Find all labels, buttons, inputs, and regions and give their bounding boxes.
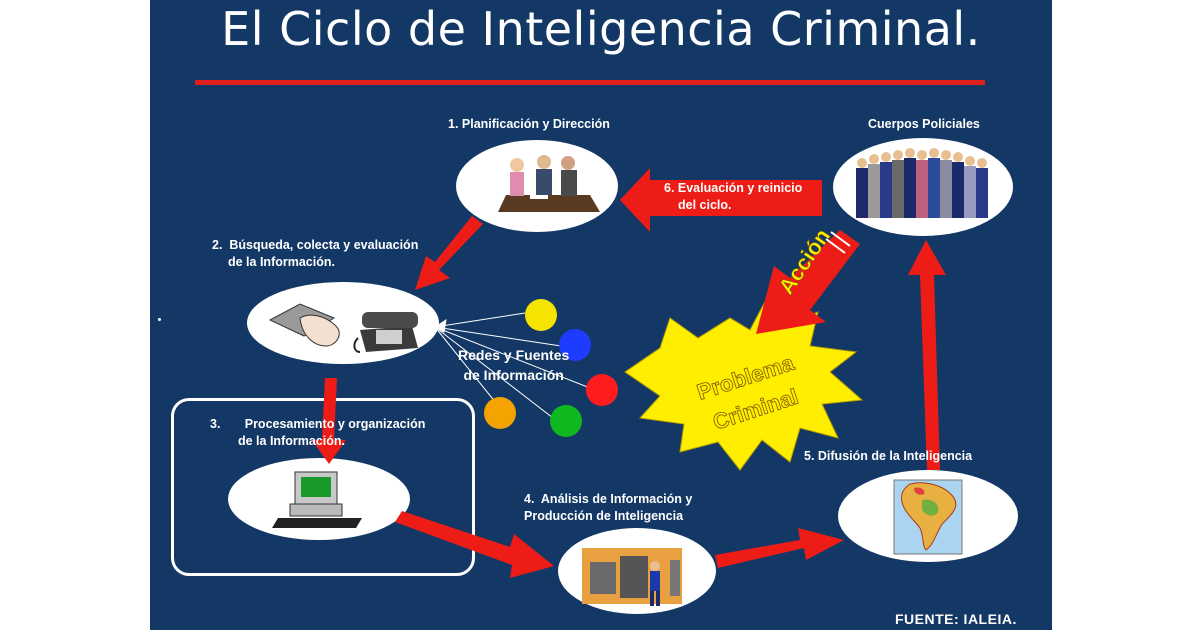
south-america-map-icon — [893, 479, 963, 555]
arrow-evaluation — [620, 168, 822, 232]
network-lines — [434, 312, 591, 419]
hand-book-icon — [268, 303, 340, 347]
meeting-icon — [498, 155, 600, 212]
step-4-line2: Producción de Inteligencia — [524, 509, 684, 523]
networks-line1: Redes y Fuentes — [458, 347, 570, 363]
processing-frame — [171, 398, 475, 576]
step-2-label: 2. Búsqueda, colecta y evaluación de la … — [212, 237, 418, 271]
computer-icon — [272, 471, 362, 528]
analyst-machine-icon — [582, 548, 682, 606]
step-3-line2: de la Información. — [238, 434, 345, 448]
police-group-icon — [856, 148, 988, 218]
problem-starburst — [624, 294, 864, 471]
network-dot-red — [586, 374, 618, 406]
stray-dot — [158, 318, 161, 321]
network-dot-blue — [559, 329, 591, 361]
telephone-icon — [353, 312, 418, 353]
step-1-text: 1. Planificación y Dirección — [448, 117, 610, 131]
arrow-action — [756, 230, 860, 334]
arrow-collection-to-processing — [312, 378, 346, 464]
step-2-line1: 2. Búsqueda, colecta y evaluación — [212, 238, 419, 252]
step-1-label: 1. Planificación y Dirección — [448, 116, 610, 133]
cycle-arrows — [312, 168, 946, 578]
network-dot-green — [550, 405, 582, 437]
diagram-graphics: Acción Problema Criminal — [268, 148, 988, 606]
step-4-line1: 4. Análisis de Información y — [524, 492, 693, 506]
police-text: Cuerpos Policiales — [868, 117, 980, 131]
arrow-dissemination-to-police — [908, 240, 946, 470]
networks-line2: de Información — [463, 367, 564, 383]
step-6-label: 6. Evaluación y reinicio del ciclo. — [664, 180, 802, 214]
networks-label: Redes y Fuentes de Información — [458, 345, 569, 385]
police-label: Cuerpos Policiales — [868, 116, 980, 133]
step-5-label: 5. Difusión de la Inteligencia — [804, 448, 972, 465]
step-6-line2: del ciclo. — [678, 198, 732, 212]
arrow-analysis-to-dissemination — [715, 528, 844, 568]
step-6-line1: 6. Evaluación y reinicio — [664, 181, 803, 195]
network-dot-yellow — [525, 299, 557, 331]
arrow-processing-to-analysis — [395, 511, 554, 578]
step-5-text: 5. Difusión de la Inteligencia — [804, 449, 973, 463]
source-credit: FUENTE: IALEIA. — [895, 611, 1017, 627]
step-3-label: 3. Procesamiento y organización de la In… — [210, 416, 425, 450]
slide-title: El Ciclo de Inteligencia Criminal. — [221, 2, 981, 56]
step-4-label: 4. Análisis de Información y Producción … — [524, 491, 692, 525]
action-stripes — [825, 231, 851, 254]
network-dot-orange — [484, 397, 516, 429]
arrow-plan-to-collection — [415, 216, 483, 290]
diagram-slide: El Ciclo de Inteligencia Criminal. — [150, 0, 1052, 630]
step-3-line1: 3. Procesamiento y organización — [210, 417, 426, 431]
title-underline — [195, 80, 985, 85]
step-2-line2: de la Información. — [228, 255, 335, 269]
